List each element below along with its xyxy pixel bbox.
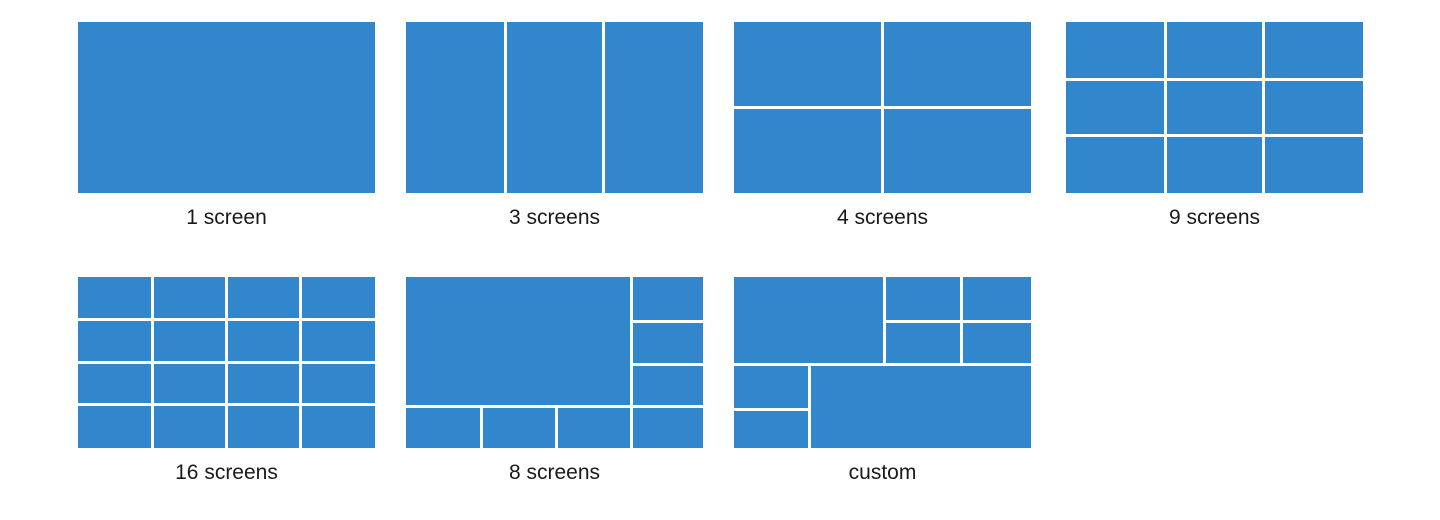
- layout-label-8-screens: 8 screens: [508, 461, 601, 484]
- layout-preview-8-screens[interactable]: [406, 277, 703, 448]
- layout-preview-1-screen[interactable]: [78, 22, 375, 193]
- layout-label-3-screens: 3 screens: [508, 206, 601, 229]
- divider-horizontal: [78, 403, 375, 406]
- layout-label-custom: custom: [848, 461, 917, 484]
- layout-preview-16-screens[interactable]: [78, 277, 375, 448]
- divider-horizontal: [78, 318, 375, 321]
- divider-horizontal: [1066, 78, 1363, 81]
- divider-vertical: [1262, 22, 1265, 193]
- divider-vertical: [480, 405, 483, 448]
- divider-horizontal: [1066, 134, 1363, 137]
- layout-option-9-screens[interactable]: 9 screens: [1066, 22, 1363, 232]
- layout-preview-custom[interactable]: [734, 277, 1031, 448]
- divider-vertical: [630, 277, 633, 448]
- divider-vertical: [555, 405, 558, 448]
- layout-option-4-screens[interactable]: 4 screens: [734, 22, 1031, 232]
- divider-horizontal: [734, 106, 1031, 109]
- divider-horizontal: [883, 320, 1031, 323]
- layout-label-1-screen: 1 screen: [186, 206, 267, 229]
- layout-option-custom[interactable]: custom: [734, 277, 1031, 487]
- layout-label-9-screens: 9 screens: [1168, 206, 1261, 229]
- divider-horizontal: [406, 405, 703, 408]
- divider-vertical: [1164, 22, 1167, 193]
- divider-horizontal: [78, 361, 375, 364]
- layout-option-1-screen[interactable]: 1 screen: [78, 22, 375, 232]
- layout-option-3-screens[interactable]: 3 screens: [406, 22, 703, 232]
- divider-vertical: [602, 22, 605, 193]
- layout-option-8-screens[interactable]: 8 screens: [406, 277, 703, 487]
- divider-horizontal: [734, 363, 1031, 366]
- layout-label-4-screens: 4 screens: [836, 206, 929, 229]
- divider-vertical: [504, 22, 507, 193]
- layout-option-16-screens[interactable]: 16 screens: [78, 277, 375, 487]
- divider-horizontal: [630, 320, 703, 323]
- layout-preview-9-screens[interactable]: [1066, 22, 1363, 193]
- divider-vertical: [808, 363, 811, 448]
- layout-label-16-screens: 16 screens: [175, 461, 278, 484]
- divider-horizontal: [630, 363, 703, 366]
- divider-horizontal: [734, 408, 808, 411]
- layout-preview-4-screens[interactable]: [734, 22, 1031, 193]
- layout-preview-3-screens[interactable]: [406, 22, 703, 193]
